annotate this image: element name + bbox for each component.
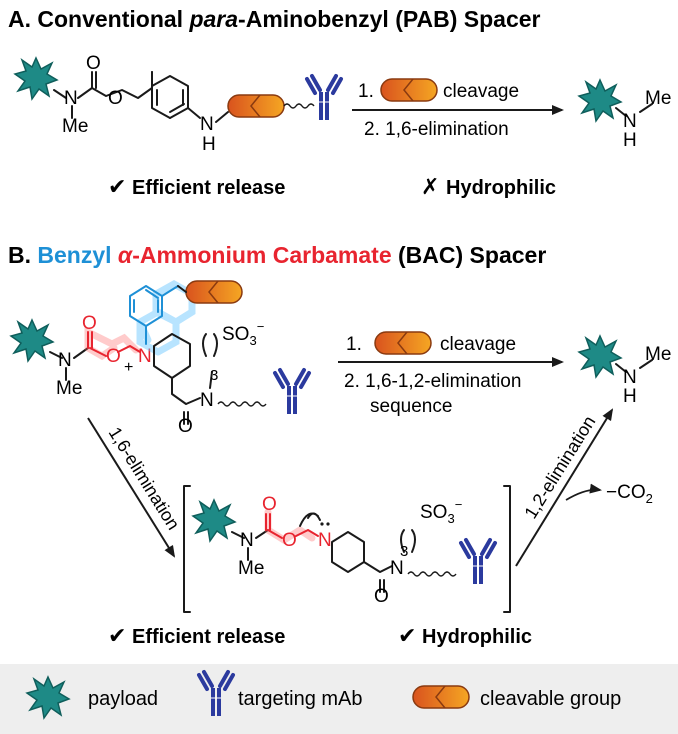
section-b-title-blue: Benzyl <box>37 242 118 268</box>
legend: payload targeting mAb cleavable group <box>0 664 678 734</box>
intermediate-structure: N Me O O N O N 3 SO3− <box>183 485 511 613</box>
section-a-step2: 2. 1,6-elimination <box>364 119 509 140</box>
atom-h-label: H <box>202 134 216 155</box>
svg-text:A. Conventional para-Aminobenz: A. Conventional para-Aminobenzyl (PAB) S… <box>8 6 541 32</box>
payload-star-icon <box>578 335 622 378</box>
atom-o-ester-label: O <box>108 88 123 109</box>
legend-payload-label: payload <box>88 688 158 710</box>
cleavable-group-icon <box>185 280 243 304</box>
legend-cleavable-label: cleavable group <box>480 688 621 710</box>
elimination-12-arrow: 1,2-elimination −CO2 <box>515 408 653 567</box>
antibody-icon <box>305 74 343 122</box>
atom-n-ammonium-red: N <box>138 346 152 367</box>
atom-n-amide-label: N <box>390 558 404 579</box>
section-b-step2b: sequence <box>370 396 452 417</box>
legend-mab-label: targeting mAb <box>238 688 363 710</box>
product-h-label: H <box>623 386 637 407</box>
section-b-title: B. Benzyl α-Ammonium Carbamate (BAC) Spa… <box>8 242 546 268</box>
atom-o-amide-label: O <box>374 586 389 607</box>
section-a-step1-text: cleavage <box>443 81 519 102</box>
atom-me-label: Me <box>62 116 88 137</box>
product-me-label: Me <box>645 88 671 109</box>
atom-o-carbonyl-red: O <box>262 494 277 515</box>
product-h-label: H <box>623 130 637 151</box>
section-a-hydrophilic-label: Hydrophilic <box>446 177 556 199</box>
cross-icon: ✗ <box>421 174 439 199</box>
antibody-icon <box>273 368 311 416</box>
cleavable-group-icon <box>412 685 470 709</box>
check-icon: ✔ <box>108 174 126 199</box>
atom-n-label: N <box>240 530 254 551</box>
section-a-step1-num: 1. <box>358 81 374 102</box>
atom-o-ester-red: O <box>282 530 297 551</box>
check-icon: ✔ <box>108 623 126 648</box>
sulfonate-label: SO3− <box>420 497 462 526</box>
section-a-efficient-label: Efficient release <box>132 177 285 199</box>
section-b-step2: 2. 1,6-1,2-elimination <box>344 371 521 392</box>
cleavable-group-icon <box>227 94 285 118</box>
atom-me-label: Me <box>56 378 82 399</box>
atom-plus-label: + <box>124 359 133 376</box>
section-a-properties: ✔ Efficient release ✗ Hydrophilic <box>108 174 556 199</box>
payload-star-icon <box>10 319 54 362</box>
antibody-icon <box>459 538 497 586</box>
atom-n-label: N <box>64 88 78 109</box>
section-a-product: N Me H <box>578 79 671 151</box>
elimination-12-label: 1,2-elimination <box>520 412 599 522</box>
payload-star-icon <box>578 79 622 122</box>
section-b-title-alpha: α <box>118 242 134 268</box>
section-b-properties: ✔ Efficient release ✔ Hydrophilic <box>108 623 532 648</box>
elimination-16-arrow: 1,6-elimination <box>87 417 184 558</box>
cleavable-group-icon <box>380 78 438 102</box>
atom-o-carbonyl-red: O <box>82 313 97 334</box>
atom-o-ester-red: O <box>106 346 121 367</box>
elimination-16-label: 1,6-elimination <box>105 424 184 534</box>
svg-text:B. Benzyl α-Ammonium Carbamate: B. Benzyl α-Ammonium Carbamate (BAC) Spa… <box>8 242 546 268</box>
section-b-title-suffix: (BAC) Spacer <box>392 242 547 268</box>
cleavable-group-icon <box>374 331 432 355</box>
atom-n-red: N <box>318 530 332 551</box>
co2-label: −CO2 <box>606 482 653 506</box>
atom-nh-label: N <box>200 114 214 135</box>
section-a-title-prefix: A. Conventional <box>8 6 189 32</box>
section-b-efficient-label: Efficient release <box>132 626 285 648</box>
payload-star-icon <box>14 57 58 100</box>
sulfonate-label: SO3− <box>222 319 264 348</box>
section-b-product: N Me H <box>578 335 671 407</box>
atom-o-carbonyl-label: O <box>86 53 101 74</box>
pab-conjugate-structure: N Me O O N H <box>14 53 343 155</box>
product-n-label: N <box>623 367 637 388</box>
product-n-label: N <box>623 111 637 132</box>
section-b-title-red: -Ammonium Carbamate <box>132 242 391 268</box>
section-b-title-prefix: B. <box>8 242 37 268</box>
chain-sub3-label: 3 <box>210 367 218 384</box>
section-b-reaction-arrow: 1. cleavage 2. 1,6-1,2-elimination seque… <box>338 331 564 417</box>
section-b-hydrophilic-label: Hydrophilic <box>422 626 532 648</box>
chain-sub3-label: 3 <box>400 543 408 560</box>
section-b-step1-num: 1. <box>346 334 362 355</box>
check-icon: ✔ <box>398 623 416 648</box>
section-a-title-italic: para <box>188 6 238 32</box>
bac-conjugate-structure: N Me O O N + O N 3 SO3− <box>10 279 311 437</box>
atom-n-label: N <box>58 350 72 371</box>
section-a-reaction-arrow: 1. cleavage 2. 1,6-elimination <box>352 78 564 140</box>
section-a-title-suffix: -Aminobenzyl (PAB) Spacer <box>238 6 540 32</box>
payload-star-icon <box>192 499 236 542</box>
product-me-label: Me <box>645 344 671 365</box>
section-b-step1-text: cleavage <box>440 334 516 355</box>
atom-n-amide-label: N <box>200 390 214 411</box>
atom-o-amide-label: O <box>178 416 193 437</box>
section-a-title: A. Conventional para-Aminobenzyl (PAB) S… <box>8 6 541 32</box>
atom-me-label: Me <box>238 558 264 579</box>
legend-background <box>0 664 678 734</box>
